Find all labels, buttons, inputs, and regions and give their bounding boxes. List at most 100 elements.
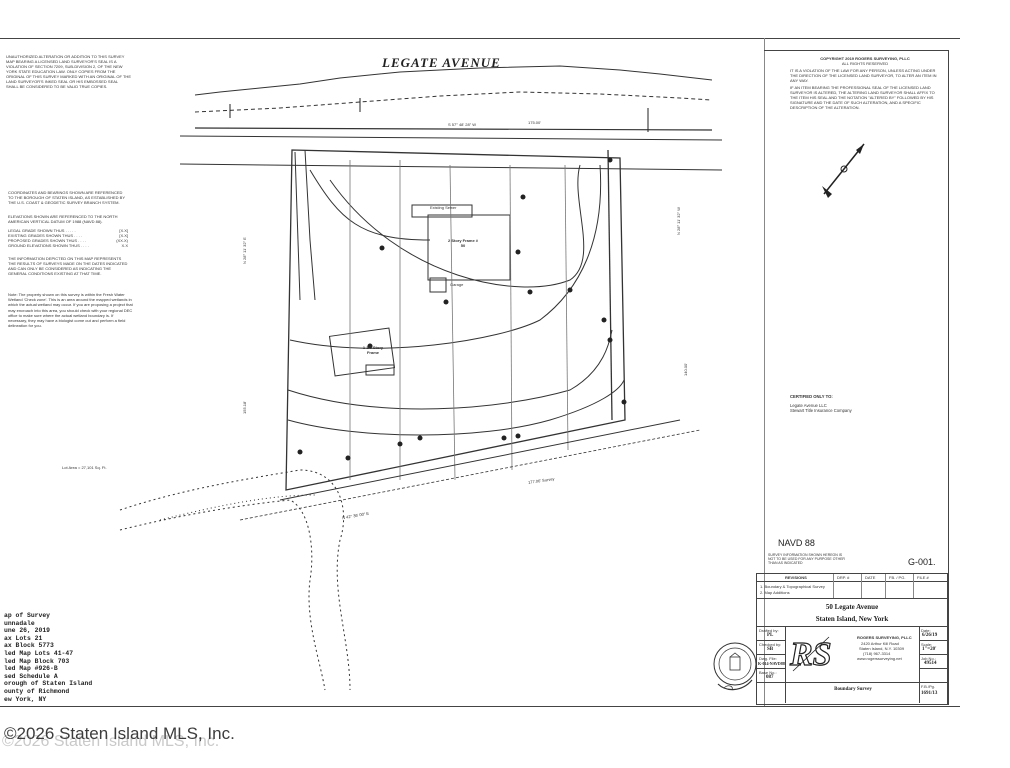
date-label: Date: [921,628,931,633]
house-footprint [427,214,511,281]
copyright-subtitle: ALL RIGHTS RESERVED [841,61,889,66]
revision-col: FILE # [917,575,929,580]
title-divider [757,640,785,641]
surveyor-seal-icon [713,642,757,691]
driveway [304,149,316,301]
company-web: www.rogerssurveying.net [857,656,902,661]
copyright-text-1: IT IS A VIOLATION OF THE LAW FOR ANY PER… [790,68,937,83]
legend-sample: [X.X] [119,228,128,233]
frame-top-right [764,50,948,51]
sidewalk-line [179,135,723,141]
base-no: 087 [766,675,774,680]
legend-label: EXISTING GRADES SHOWN THUS . . . . [8,233,82,238]
road-curb-south [194,127,713,131]
map-info-line: led Map #926-B [4,665,58,673]
title-divider [919,654,947,655]
title-divider [919,640,947,641]
survey-plan [119,65,723,691]
distance-top: 175.00' [528,120,541,125]
map-info-line: sed Schedule A [4,672,58,680]
certified-line-2: Stewart Title Insurance Company [790,408,852,413]
title-block: Drafted by: PL Checked by: SB Dwg. File:… [756,627,948,705]
title-divider [919,668,947,669]
map-info-line: led Map Lots 41-47 [4,649,74,657]
job-label: Job No.: [921,656,936,661]
revisions-col-line [913,574,914,598]
copyright-text-2: IF AN ITEM BEARING THE PROFESSIONAL SEAL… [790,85,935,110]
sewer-label: Existing Sewer [430,205,457,210]
contour-line [309,169,431,241]
revision-col: DRP. # [837,575,850,580]
map-info-line: ounty of Richmond [4,687,70,695]
house-label: 2 Story Frame # 50 [447,238,478,248]
legend-row: PROPOSED GRADES SHOWN THUS . . . .(XX.X) [8,238,128,243]
drafted-by: PL [767,633,774,638]
east-lot-line [607,149,613,421]
copyright-block: COPYRIGHT 2019 ROGERS SURVEYING, PLLC AL… [790,56,940,110]
sheet-id: G-001. [908,557,936,567]
garage-footprint [429,277,447,293]
legend-label: LEGAL GRADE SHOWN THUS . . . . . [8,228,76,233]
contour-line [287,329,613,410]
title-divider [919,627,920,703]
revisions-divider [757,581,947,582]
legend-row: LEGAL GRADE SHOWN THUS . . . . . [X.X] [8,228,128,233]
street-name: LEGATE AVENUE [382,55,501,70]
company-address-1: 2420 Arthur Kill Road [861,641,899,646]
checked-by-label: Checked by: [759,642,782,647]
certified-block: CERTIFIED ONLY TO: Legate Avenue LLC Ste… [790,394,930,414]
revision-col: DATE [865,575,876,580]
contour-line [289,164,602,349]
south-street-line [279,419,681,501]
dwg-file-label: Dwg. File: [759,656,777,661]
legend-sample: [X.X] [119,233,128,238]
map-info-line: ax Lots 21 [4,634,43,642]
distance-right: 140.00' [683,363,688,376]
copyright-title: COPYRIGHT 2019 ROGERS SURVEYING, PLLC [820,56,910,61]
bearing-top: S 57° 48' 28" W [448,122,477,127]
map-info-line: une 26, 2019 [4,627,51,635]
frame-right [948,50,949,705]
info-note: THE INFORMATION DEPICTED ON THIS MAP REP… [8,256,128,276]
legend-row: EXISTING GRADES SHOWN THUS . . . . [X.X] [8,233,128,238]
road-curb-north [194,65,713,96]
legend-sample: X.X [121,243,128,248]
revision-row: 1. Boundary & Topographical Survey [760,584,825,589]
frame-divider [764,38,765,706]
stream-edge-3 [159,494,316,521]
title-divider [785,627,786,703]
job-no: 49514 [924,661,937,666]
navd-label: NAVD 88 [778,538,815,548]
bearing-right: N 28° 11' 32" W [676,207,681,235]
revision-note: SURVEY INFORMATION SHOWN HEREON IS NOT T… [768,553,845,565]
shed-label: 1 1/2 Story Frame [362,345,384,355]
company-name: ROGERS SURVEYING, PLLC [857,635,912,640]
company-phone: (718) 967-3314 [863,651,891,656]
lot-area: Lot Area = 27,101 Sq. Ft. [62,465,107,470]
elevation-notes: ELEVATIONS SHOWN ARE REFERENCED TO THE N… [8,214,118,224]
revision-row: 2. Map Additions [760,590,790,595]
legend-sample: (XX.X) [116,238,128,243]
watermark-shadow: ©2026 Staten Island MLS, Inc. [2,733,220,750]
fb-page: 1691/13 [921,691,938,696]
legend-row: GROUND ELEVATIONS SHOWN THUS . . . . X.X [8,243,128,248]
scale-label: Scale: [921,642,933,647]
revisions-col-line [861,574,862,598]
bearing-left: N 28° 11' 32" E [242,237,247,264]
shed-small [365,364,395,376]
flood-note: Note: The property shown on this survey … [8,292,133,329]
frame-bottom [0,706,960,707]
revisions-col-line [833,574,834,598]
driveway-2 [294,151,301,301]
title-divider [757,654,785,655]
company-address-2: Staten Island, N.Y. 10309 [859,646,905,651]
map-info-block: ap of Survey unnadale une 26, 2019 ax Lo… [4,612,124,703]
revisions-header: REVISIONS [785,575,807,580]
certified-line-1: Legate Avenue LLC [790,402,827,408]
address-block: 50 Legate Avenue Staten Island, New York [756,599,948,627]
north-arrow-icon [822,143,865,198]
title-divider [757,682,947,683]
legend-label: GROUND ELEVATIONS SHOWN THUS . . . . [8,243,89,248]
map-info-line: orough of Staten Island [4,680,93,688]
